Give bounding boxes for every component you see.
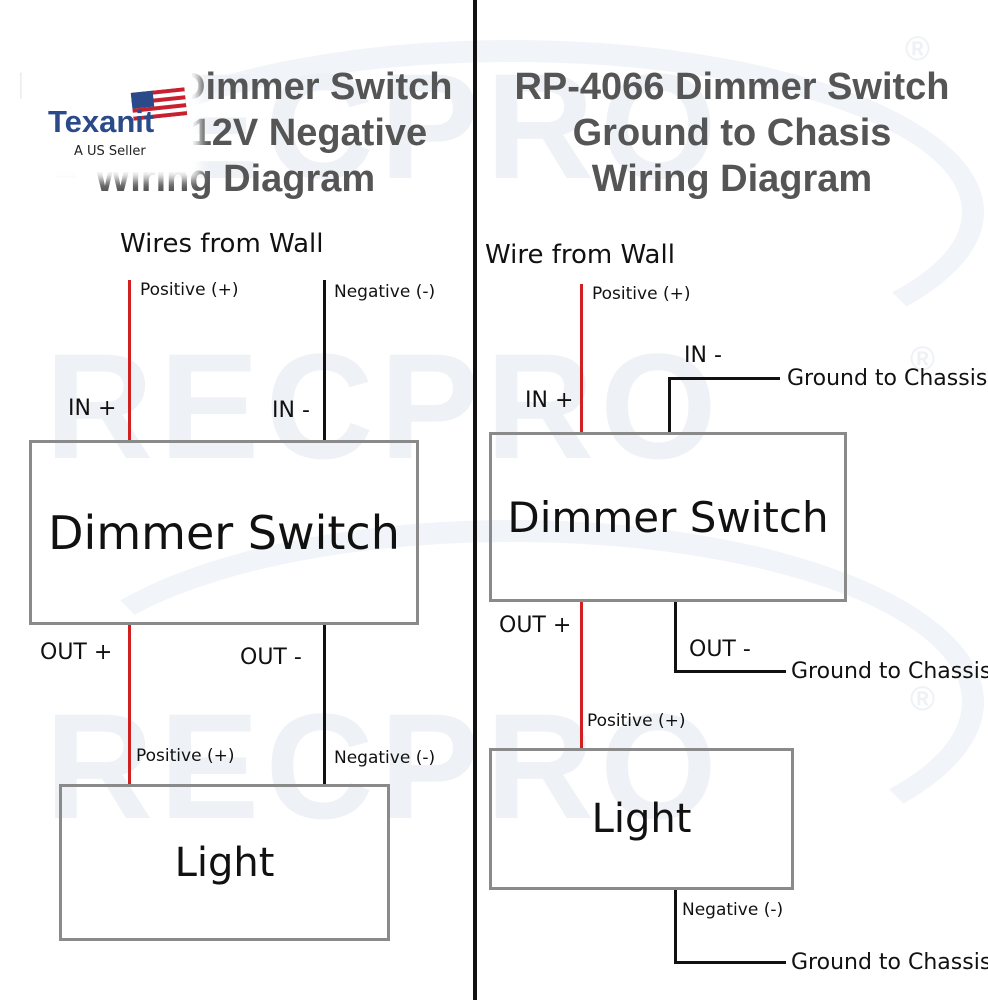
negative-label-top: Negative (-) (334, 282, 436, 302)
out-negative-label: OUT - (240, 645, 302, 670)
out-positive-label: OUT + (40, 640, 113, 665)
positive-label-top: Positive (+) (140, 280, 239, 300)
positive-label-bottom: Positive (+) (587, 711, 686, 731)
watermark-registered-mark: ® (910, 680, 936, 718)
logo-tagline: A US Seller (74, 144, 146, 159)
title-line: Ground to Chasis (572, 112, 892, 154)
positive-wire-top (580, 284, 583, 432)
out-negative-label: OUT - (689, 637, 751, 662)
watermark-registered-mark: ® (910, 340, 936, 378)
ground-wire-out-vertical (674, 602, 677, 673)
in-positive-label: IN + (68, 396, 117, 421)
panel-divider (473, 0, 477, 1000)
ground-label-out: Ground to Chassis (791, 659, 988, 684)
ground-wire-out-horizontal (674, 670, 786, 673)
right-diagram-panel: RP-4066 Dimmer Switch Ground to Chasis W… (477, 0, 988, 1000)
negative-wire-top (323, 280, 326, 440)
in-negative-label: IN - (272, 398, 310, 423)
negative-wire-bottom (323, 625, 326, 785)
title-line: RP-4066 Dimmer Switch (514, 66, 950, 108)
out-positive-label: OUT + (499, 613, 572, 638)
watermark-registered-mark: ® (905, 30, 931, 68)
logo-name: Texanit (48, 104, 155, 139)
ground-wire-in-vertical (668, 377, 671, 432)
left-diagram-panel: RP-4066 Dimmer Switch Ground 12V Negativ… (0, 0, 474, 1000)
title-line: Wiring Diagram (591, 158, 873, 200)
texanit-logo: Texanit A US Seller (22, 72, 192, 172)
in-negative-label: IN - (684, 343, 722, 368)
in-positive-label: IN + (525, 388, 574, 413)
positive-label-top: Positive (+) (592, 284, 691, 304)
ground-wire-light-horizontal (674, 961, 786, 964)
positive-label-bottom: Positive (+) (136, 746, 235, 766)
positive-wire-bottom (128, 625, 131, 785)
us-flag-icon (130, 87, 188, 121)
dimmer-switch-label: Dimmer Switch (48, 505, 400, 560)
dimmer-switch-box: Dimmer Switch (29, 440, 419, 625)
dimmer-switch-box: Dimmer Switch (489, 432, 847, 602)
dimmer-switch-label: Dimmer Switch (507, 492, 829, 542)
watermark-text: RECPRO (45, 322, 723, 490)
light-label: Light (174, 839, 275, 886)
wire-from-wall-label: Wire from Wall (485, 240, 675, 270)
light-box: Light (59, 784, 390, 941)
negative-label-bottom: Negative (-) (334, 748, 436, 768)
negative-label-bottom: Negative (-) (682, 900, 784, 920)
ground-wire-light-vertical (674, 890, 677, 964)
right-diagram-title: RP-4066 Dimmer Switch Ground to Chasis W… (477, 64, 987, 202)
light-box: Light (489, 748, 794, 890)
ground-label-in: Ground to Chassis (787, 366, 988, 391)
ground-wire-in-horizontal (668, 377, 780, 380)
wires-from-wall-label: Wires from Wall (120, 229, 324, 259)
light-label: Light (591, 796, 692, 842)
watermark-text: RECPRO (45, 682, 723, 850)
ground-label-light: Ground to Chassis (791, 950, 988, 975)
positive-wire-bottom (580, 602, 583, 748)
positive-wire-top (128, 280, 131, 440)
